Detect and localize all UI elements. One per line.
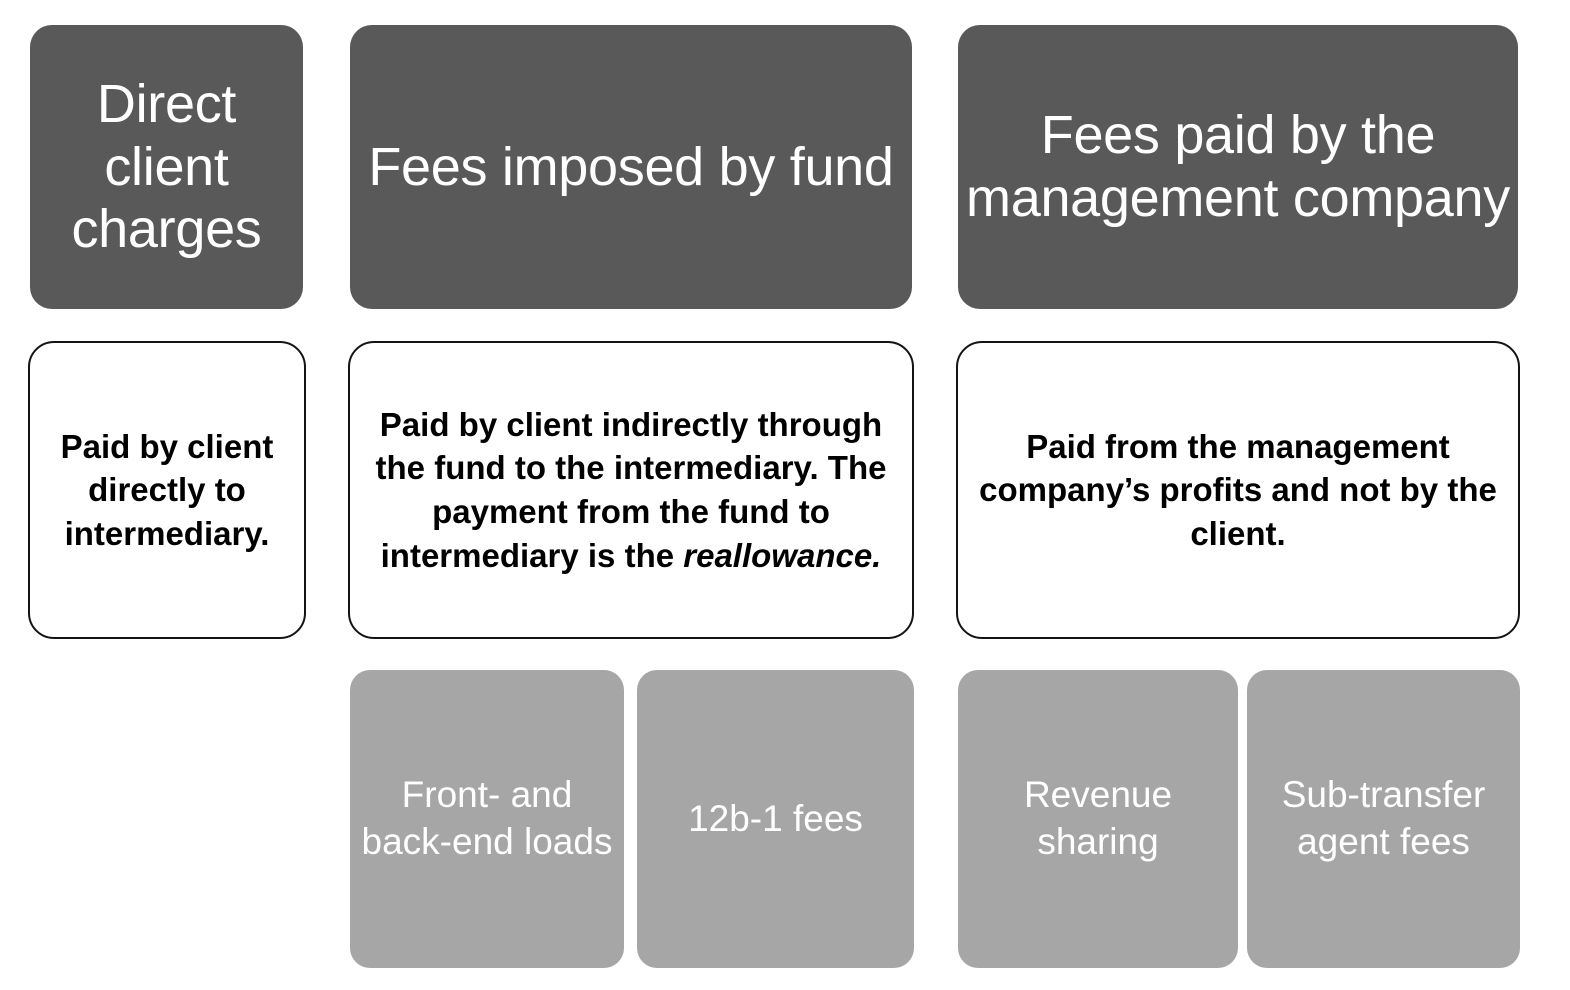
- header-box-fees-paid-by-management-company: Fees paid by the management company: [958, 25, 1518, 309]
- description-box-fees-imposed-by-fund: Paid by client indirectly through the fu…: [348, 341, 914, 639]
- description-text-emphasis-reallowance: reallowance.: [683, 536, 882, 574]
- header-label-fees-imposed-by-fund: Fees imposed by fund: [368, 136, 894, 197]
- leaf-box-12b-1-fees: 12b-1 fees: [637, 670, 914, 968]
- description-text-prefix: Paid by client indirectly through the fu…: [375, 405, 887, 574]
- header-label-fees-paid-by-management-company: Fees paid by the management company: [966, 105, 1510, 228]
- description-label-fees-imposed-by-fund: Paid by client indirectly through the fu…: [350, 403, 912, 577]
- description-label-fees-paid-by-management-company: Paid from the management company’s profi…: [979, 427, 1497, 552]
- leaf-box-front-and-back-end-loads: Front- and back-end loads: [350, 670, 624, 968]
- description-box-fees-paid-by-management-company: Paid from the management company’s profi…: [956, 341, 1520, 639]
- header-box-direct-client-charges: Direct client charges: [30, 25, 303, 309]
- header-label-direct-client-charges: Direct client charges: [71, 74, 262, 260]
- leaf-box-revenue-sharing: Revenue sharing: [958, 670, 1238, 968]
- leaf-label-revenue-sharing: Revenue sharing: [1023, 774, 1173, 862]
- leaf-label-front-and-back-end-loads: Front- and back-end loads: [361, 774, 613, 862]
- leaf-label-12b-1-fees: 12b-1 fees: [688, 797, 863, 839]
- leaf-label-sub-transfer-agent-fees: Sub-transfer agent fees: [1281, 774, 1486, 862]
- leaf-box-sub-transfer-agent-fees: Sub-transfer agent fees: [1247, 670, 1520, 968]
- header-box-fees-imposed-by-fund: Fees imposed by fund: [350, 25, 912, 309]
- description-label-direct-client-charges: Paid by client directly to intermediary.: [60, 427, 274, 552]
- description-box-direct-client-charges: Paid by client directly to intermediary.: [28, 341, 306, 639]
